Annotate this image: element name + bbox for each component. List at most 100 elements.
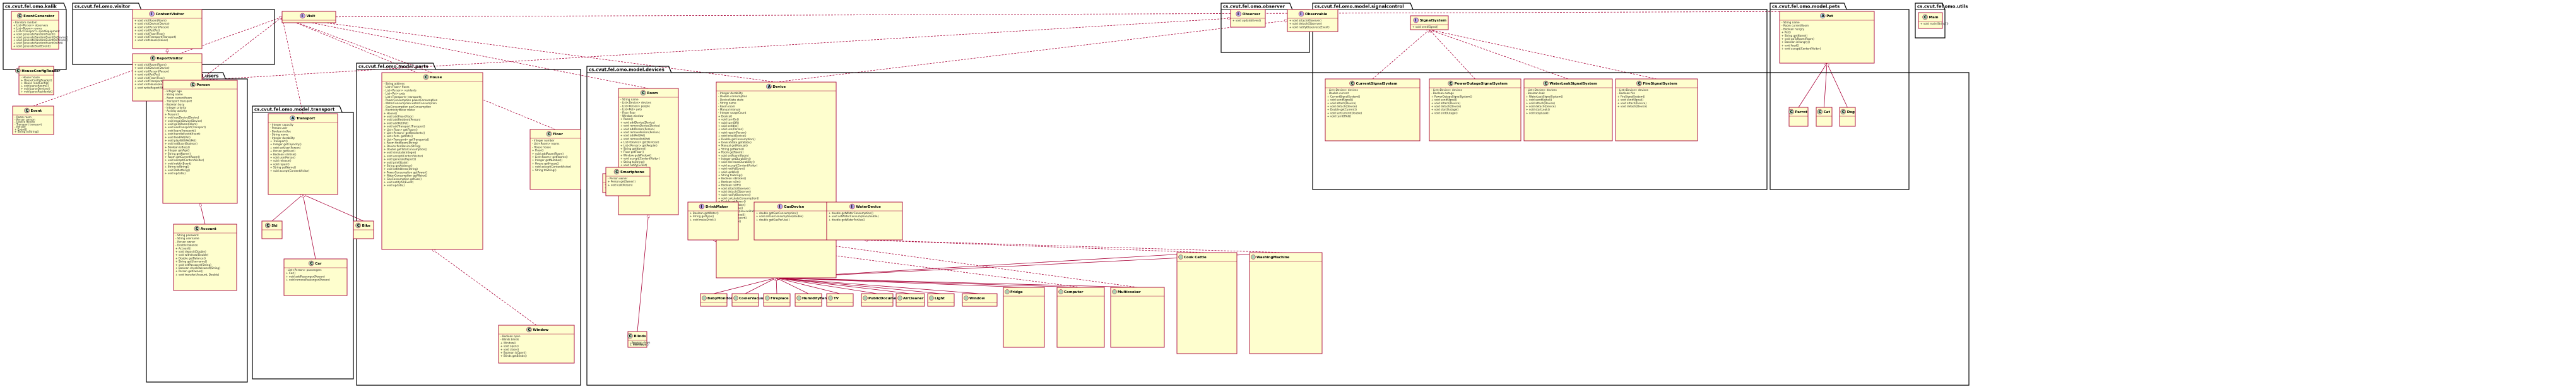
class-member: - Blinds blinds	[500, 338, 519, 341]
class-member: + Room getCurrentRoom()	[165, 155, 200, 159]
class-device-aircleaner[interactable]: AirCleaner	[895, 293, 925, 307]
class-member: + Person getOwner()	[175, 270, 203, 273]
package-title: cs.cvut.fel.omo.model.parts	[358, 64, 428, 69]
class-member: + void notifyAll(Event)	[384, 181, 414, 184]
class-member: + List<Room> getRooms()	[532, 155, 568, 159]
package-title: cs.cvut.fel.omo.observer	[1223, 4, 1285, 9]
relationship-line	[432, 249, 537, 326]
class-member: + void generateRandomEvent()	[13, 33, 56, 36]
class-device-light[interactable]: Light	[927, 293, 955, 307]
class-member: + void generateStartEvent()	[13, 44, 51, 47]
class-device-computer[interactable]: Computer	[1056, 287, 1105, 348]
class-device-fireplace[interactable]: Fireplace	[763, 293, 791, 307]
class-device-babymonitor[interactable]: BabyMonitor	[700, 293, 733, 307]
class-kind-letter: C	[1819, 110, 1822, 114]
class-kind-icon	[796, 296, 801, 301]
class-member: + WaterLeakSignalSystem()	[1526, 95, 1563, 98]
class-member: + void addPassenger(Person)	[286, 275, 325, 278]
class-member: + String getUsername()	[175, 260, 208, 263]
class-member: + double getGasPerUse()	[756, 218, 789, 221]
class-device-humidityfan[interactable]: HumidityFan	[795, 293, 827, 307]
class-kind-icon	[1251, 254, 1256, 260]
class-device-multicooker[interactable]: Multicooker	[1110, 287, 1165, 348]
class-member: + void calculateConsumption()	[718, 196, 759, 200]
relationship-line	[865, 240, 1207, 253]
class-member: + void accept(ContentVisitor)	[1781, 47, 1821, 51]
class-kind-letter: I	[700, 205, 702, 209]
relationship-line	[199, 18, 1231, 81]
class-member: - Boolean leak	[1526, 92, 1545, 95]
class-member: + void setPassword(String)	[175, 263, 211, 266]
class-member: + Event()	[15, 128, 27, 131]
class-device-coolervacuum[interactable]: CoolerVacuum	[731, 293, 767, 307]
class-member: + void visitDevice(Device)	[134, 22, 170, 25]
class-kind-letter: C	[1351, 81, 1354, 86]
class-name: Blinds	[634, 335, 646, 338]
class-device-cook-cattle[interactable]: Cook Cattle	[1176, 252, 1238, 354]
class-kind-icon	[24, 107, 30, 114]
class-member: + Floor getFloor()	[620, 150, 644, 153]
class-member: + void attach(Observer)	[718, 187, 750, 190]
class-device-window[interactable]: Window	[962, 293, 998, 307]
class-member: + void removeDevice(Device)	[620, 124, 660, 128]
class-device-publicdocumentocamera[interactable]: PublicDocumentOCamera	[861, 293, 918, 307]
class-kind-icon	[1788, 109, 1794, 115]
class-kind-icon	[300, 13, 305, 19]
class-member: + void visitRoom(Room)	[134, 19, 167, 22]
relationship-line	[282, 17, 777, 83]
class-name: Computer	[1064, 290, 1084, 294]
class-member: + House()	[384, 112, 398, 115]
class-member: + void accept(ContentVisitor)	[270, 169, 310, 172]
class-member: + Pet()	[1781, 31, 1791, 34]
class-kind-letter: I	[151, 12, 152, 16]
class-member: + void sendSignal()	[1431, 99, 1458, 102]
class-device-fridge[interactable]: Fridge	[1003, 287, 1045, 348]
class-member: + Boolean isOff()	[718, 184, 741, 187]
class-name: Fireplace	[771, 297, 789, 301]
class-member: - Boolean outage	[1431, 92, 1454, 95]
class-device-tv[interactable]: TV	[826, 293, 854, 307]
class-member: + void decreaseDurability()	[718, 160, 755, 164]
class-member: + double getWaterConsumption()	[829, 212, 873, 215]
class-member: - Boolean hungry	[1781, 27, 1804, 30]
relationship-line	[776, 278, 1024, 288]
class-member: + void turnOn()	[718, 118, 739, 121]
class-member: - DeviceState state	[718, 98, 744, 101]
class-member: - String name	[165, 93, 183, 96]
class-member: + GasConsumption getGas()	[384, 177, 422, 181]
class-device-washingmachine[interactable]: WashingMachine	[1249, 252, 1323, 354]
relationship-line	[776, 278, 878, 294]
